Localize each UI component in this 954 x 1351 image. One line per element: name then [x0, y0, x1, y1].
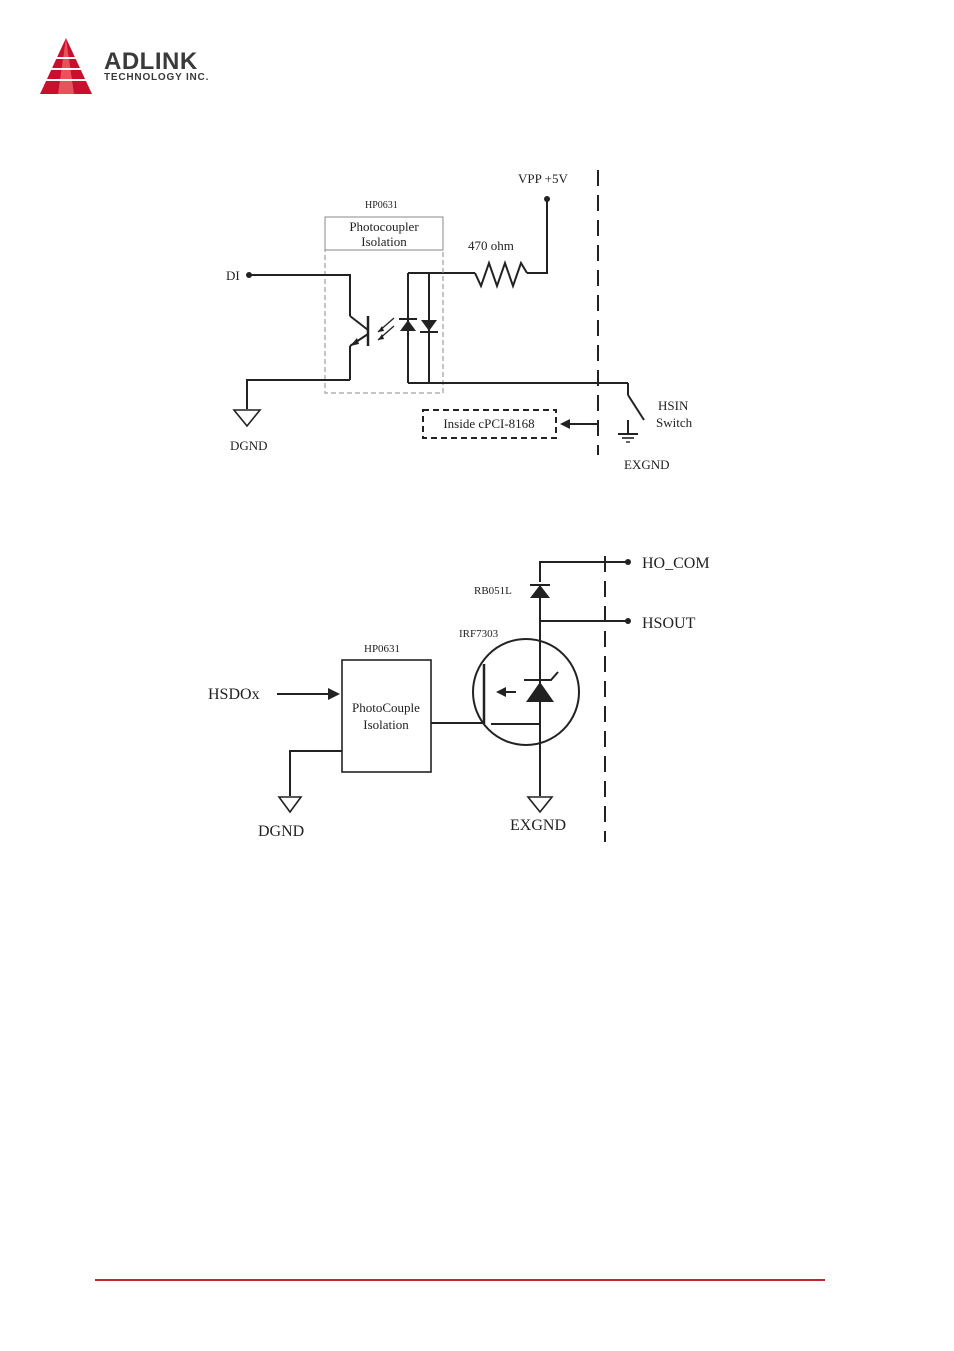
dgnd-symbol: [234, 410, 260, 426]
hsdox-label: HSDOx: [208, 686, 260, 703]
photocouple-label-2: Isolation: [363, 717, 409, 732]
mosfet-part: IRF7303: [459, 628, 499, 640]
footer-rule: [95, 1279, 825, 1281]
photocoupler-label-2: Isolation: [361, 234, 407, 249]
brand-subtitle: TECHNOLOGY INC.: [104, 72, 209, 83]
resistor-symbol: [475, 263, 527, 286]
inside-board-label: Inside cPCI-8168: [443, 416, 534, 431]
output-circuit-diagram: HO_COM RB051L HSOUT IRF7303 EXGND HP0631…: [0, 540, 954, 850]
mosfet-symbol: [473, 639, 579, 745]
diode-part: RB051L: [474, 585, 512, 597]
exgnd-label-bottom: EXGND: [510, 817, 566, 834]
hsin-label: HSIN: [658, 398, 689, 413]
led-symbol: [400, 320, 416, 331]
switch-label: Switch: [656, 415, 693, 430]
diode-symbol: [530, 585, 550, 598]
dgnd-label-top: DGND: [230, 438, 268, 453]
vpp-label: VPP +5V: [518, 171, 568, 186]
di-label: DI: [226, 268, 240, 283]
dgnd-label-bottom: DGND: [258, 823, 304, 840]
resistor-label: 470 ohm: [468, 238, 514, 253]
photocoupler-part: HP0631: [365, 200, 398, 211]
ho-com-label: HO_COM: [642, 555, 710, 572]
exgnd-label-top: EXGND: [624, 457, 670, 472]
hsout-label: HSOUT: [642, 615, 696, 632]
photocouple-part: HP0631: [364, 643, 400, 655]
photocoupler-label-1: Photocoupler: [349, 219, 419, 234]
input-circuit-diagram: VPP +5V 470 ohm HP0631 Photocoupler Isol…: [0, 160, 954, 490]
photocouple-label-1: PhotoCouple: [352, 700, 420, 715]
hsin-switch-symbol: [628, 395, 644, 420]
